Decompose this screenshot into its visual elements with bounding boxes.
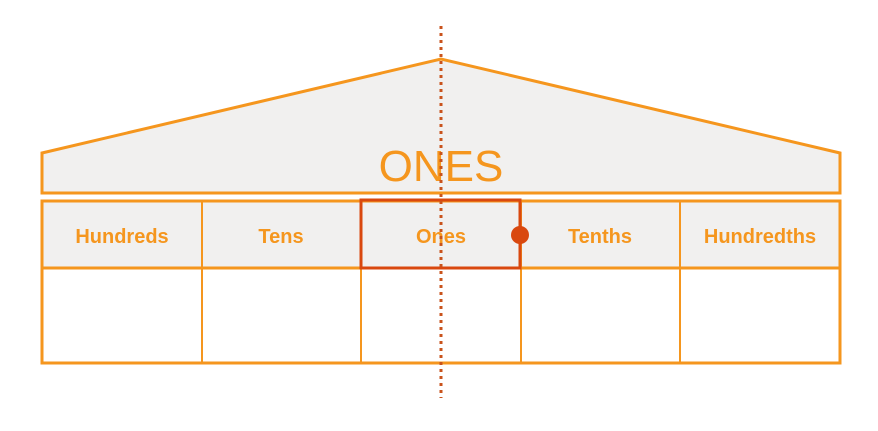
column-label-hundredths: Hundredths — [704, 226, 816, 248]
column-label-hundreds: Hundreds — [75, 226, 168, 248]
column-label-tens: Tens — [258, 226, 303, 248]
column-label-tenths: Tenths — [568, 226, 632, 248]
header-row — [42, 201, 840, 268]
decimal-point — [511, 226, 529, 244]
